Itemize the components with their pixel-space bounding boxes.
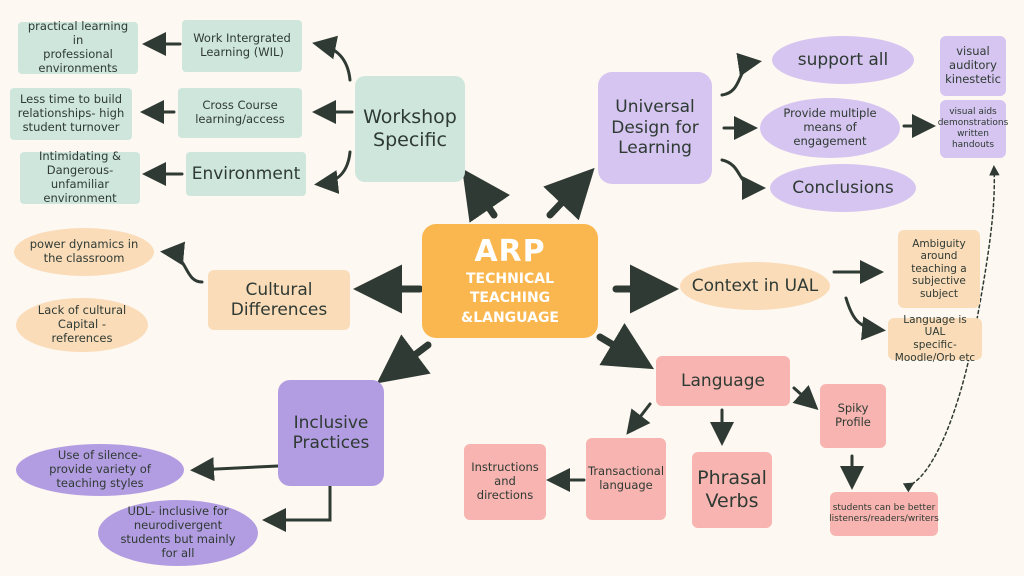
silence-node: Use of silence- provide variety of teach… <box>16 444 184 496</box>
udl-note-label: UDL- inclusive for neurodivergent studen… <box>120 504 236 560</box>
arrow-env <box>314 150 352 194</box>
instructions-label: Instructions and directions <box>471 460 539 502</box>
cross-detail-node: Less time to build relationships- high s… <box>10 88 132 140</box>
context-node: Context in UAL <box>680 262 830 310</box>
arrow-wil <box>312 35 352 82</box>
spiky-label: Spiky Profile <box>835 401 871 429</box>
cultural-node: Cultural Differences <box>208 270 350 330</box>
center-title: ARP <box>474 233 546 269</box>
silence-label: Use of silence- provide variety of teach… <box>49 448 151 490</box>
vak-node: visual auditory kinestetic <box>940 36 1006 96</box>
env-detail-node: Intimidating & Dangerous- unfamiliar env… <box>20 149 140 205</box>
visual-aids-node: visual aids demonstrations written hando… <box>937 100 1009 158</box>
listeners-label: students can be better listeners/readers… <box>829 503 939 524</box>
udl-note-node: UDL- inclusive for neurodivergent studen… <box>98 500 258 566</box>
inclusive-title: Inclusive Practices <box>292 412 370 453</box>
cross-course-label: Cross Course learning/access <box>195 98 285 126</box>
ambiguity-node: Ambiguity around teaching a subjective s… <box>898 230 980 308</box>
listeners-node: students can be better listeners/readers… <box>829 492 939 536</box>
inclusive-node: Inclusive Practices <box>278 380 384 486</box>
wil-detail-node: practical learning in professional envir… <box>18 19 138 75</box>
visual-aids-label: visual aids demonstrations written hando… <box>937 107 1009 150</box>
wil-node: Work Intergrated Learning (WIL) <box>182 20 302 72</box>
environment-label: Environment <box>191 163 301 184</box>
environment-node: Environment <box>186 152 306 196</box>
support-all-label: support all <box>797 49 889 70</box>
spiky-node: Spiky Profile <box>820 384 886 448</box>
support-all-node: support all <box>772 36 914 84</box>
context-title: Context in UAL <box>691 275 819 296</box>
instructions-node: Instructions and directions <box>464 444 546 520</box>
language-node: Language <box>656 356 790 406</box>
language-title: Language <box>681 370 765 391</box>
power-label: power dynamics in the classroom <box>29 237 139 265</box>
udl-node: Universal Design for Learning <box>598 72 712 184</box>
arrow-to-language <box>596 323 655 370</box>
conclusions-node: Conclusions <box>770 164 916 212</box>
center-node: ARP TECHNICAL TEACHING &LANGUAGE <box>422 224 598 338</box>
udl-title: Universal Design for Learning <box>611 97 699 159</box>
arrow-support <box>720 52 762 97</box>
workshop-node: Workshop Specific <box>355 76 465 182</box>
phrasal-label: Phrasal Verbs <box>697 467 767 512</box>
language-ual-label: Language is UAL specific- Moodle/Orb etc <box>894 313 976 364</box>
cross-detail-label: Less time to build relationships- high s… <box>17 92 125 134</box>
arrow-udl-note <box>262 484 332 532</box>
engagement-node: Provide multiple means of engagement <box>760 98 900 158</box>
cultural-title: Cultural Differences <box>230 279 328 320</box>
arrow-spiky <box>792 385 819 411</box>
phrasal-node: Phrasal Verbs <box>692 452 772 528</box>
language-ual-node: Language is UAL specific- Moodle/Orb etc <box>888 314 982 364</box>
arrow-conclusions <box>720 158 766 200</box>
wil-detail-label: practical learning in professional envir… <box>27 19 129 75</box>
capital-node: Lack of cultural Capital - references <box>16 298 148 352</box>
arrow-to-workshop <box>462 168 510 223</box>
transactional-node: Transactional language <box>586 438 666 520</box>
arrow-silence <box>190 457 280 482</box>
engagement-label: Provide multiple means of engagement <box>783 106 877 148</box>
wil-label: Work Intergrated Learning (WIL) <box>193 31 291 59</box>
conclusions-label: Conclusions <box>792 177 894 198</box>
capital-label: Lack of cultural Capital - references <box>37 303 127 345</box>
transactional-label: Transactional language <box>587 464 665 492</box>
env-detail-label: Intimidating & Dangerous- unfamiliar env… <box>38 149 122 205</box>
arrow-power <box>160 241 204 284</box>
arrow-language-ual <box>844 296 886 341</box>
power-node: power dynamics in the classroom <box>14 228 154 276</box>
workshop-title: Workshop Specific <box>363 106 457 151</box>
arrow-to-inclusive <box>376 334 432 384</box>
ambiguity-label: Ambiguity around teaching a subjective s… <box>911 237 967 300</box>
center-subtitle: TECHNICAL TEACHING &LANGUAGE <box>461 270 559 326</box>
arrow-transactional <box>626 402 652 435</box>
cross-course-node: Cross Course learning/access <box>178 88 302 138</box>
vak-label: visual auditory kinestetic <box>945 44 1001 86</box>
arrow-to-udl <box>543 167 595 221</box>
